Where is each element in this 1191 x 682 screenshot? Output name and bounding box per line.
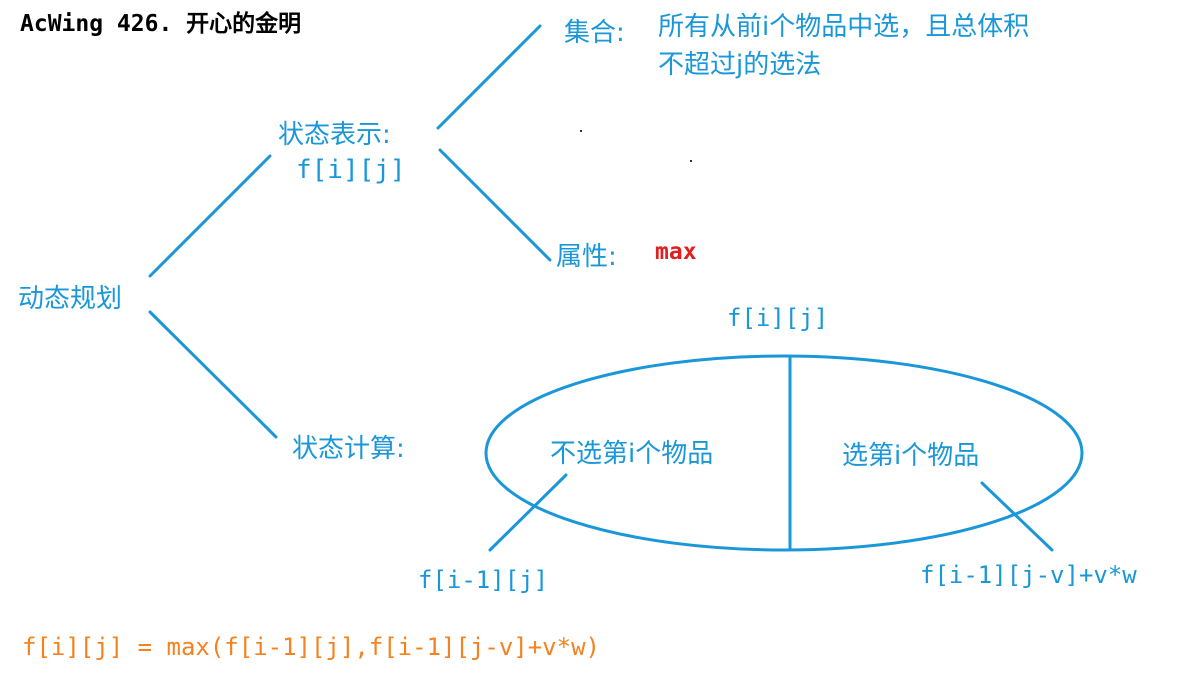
right-result: f[i-1][j-v]+v*w — [920, 561, 1137, 589]
edge-root-to-state-repr — [148, 154, 272, 278]
left-result: f[i-1][j] — [418, 566, 549, 594]
set-desc-line2: 不超过j的选法 — [658, 50, 822, 80]
edge-state-repr-to-set — [436, 24, 542, 130]
state-repr-label: 状态表示: — [278, 120, 391, 150]
left-part-not-choose: 不选第i个物品 — [550, 439, 714, 469]
root-node-dp: 动态规划 — [18, 284, 123, 314]
transition-formula: f[i][j] = max(f[i-1][j],f[i-1][j-v]+v*w) — [22, 633, 600, 661]
edge-state-repr-to-attr — [438, 148, 552, 262]
state-calc-top-var: f[i][j] — [727, 304, 829, 332]
stray-dot — [580, 130, 582, 132]
edge-root-to-state-calc — [148, 310, 278, 439]
edge-left-part-to-result — [488, 473, 568, 552]
state-calc-ellipse — [484, 354, 1084, 552]
stray-dot — [690, 160, 692, 162]
page-title: AcWing 426. 开心的金明 — [20, 11, 302, 37]
edge-right-part-to-result — [980, 481, 1054, 552]
right-part-choose: 选第i个物品 — [842, 441, 980, 471]
state-repr-var: f[i][j] — [296, 155, 406, 185]
set-label: 集合: — [564, 18, 625, 48]
set-desc-line1: 所有从前i个物品中选，且总体积 — [658, 12, 1030, 42]
state-calc-label: 状态计算: — [292, 434, 405, 464]
attr-value: max — [655, 239, 697, 265]
attr-label: 属性: — [556, 242, 617, 272]
